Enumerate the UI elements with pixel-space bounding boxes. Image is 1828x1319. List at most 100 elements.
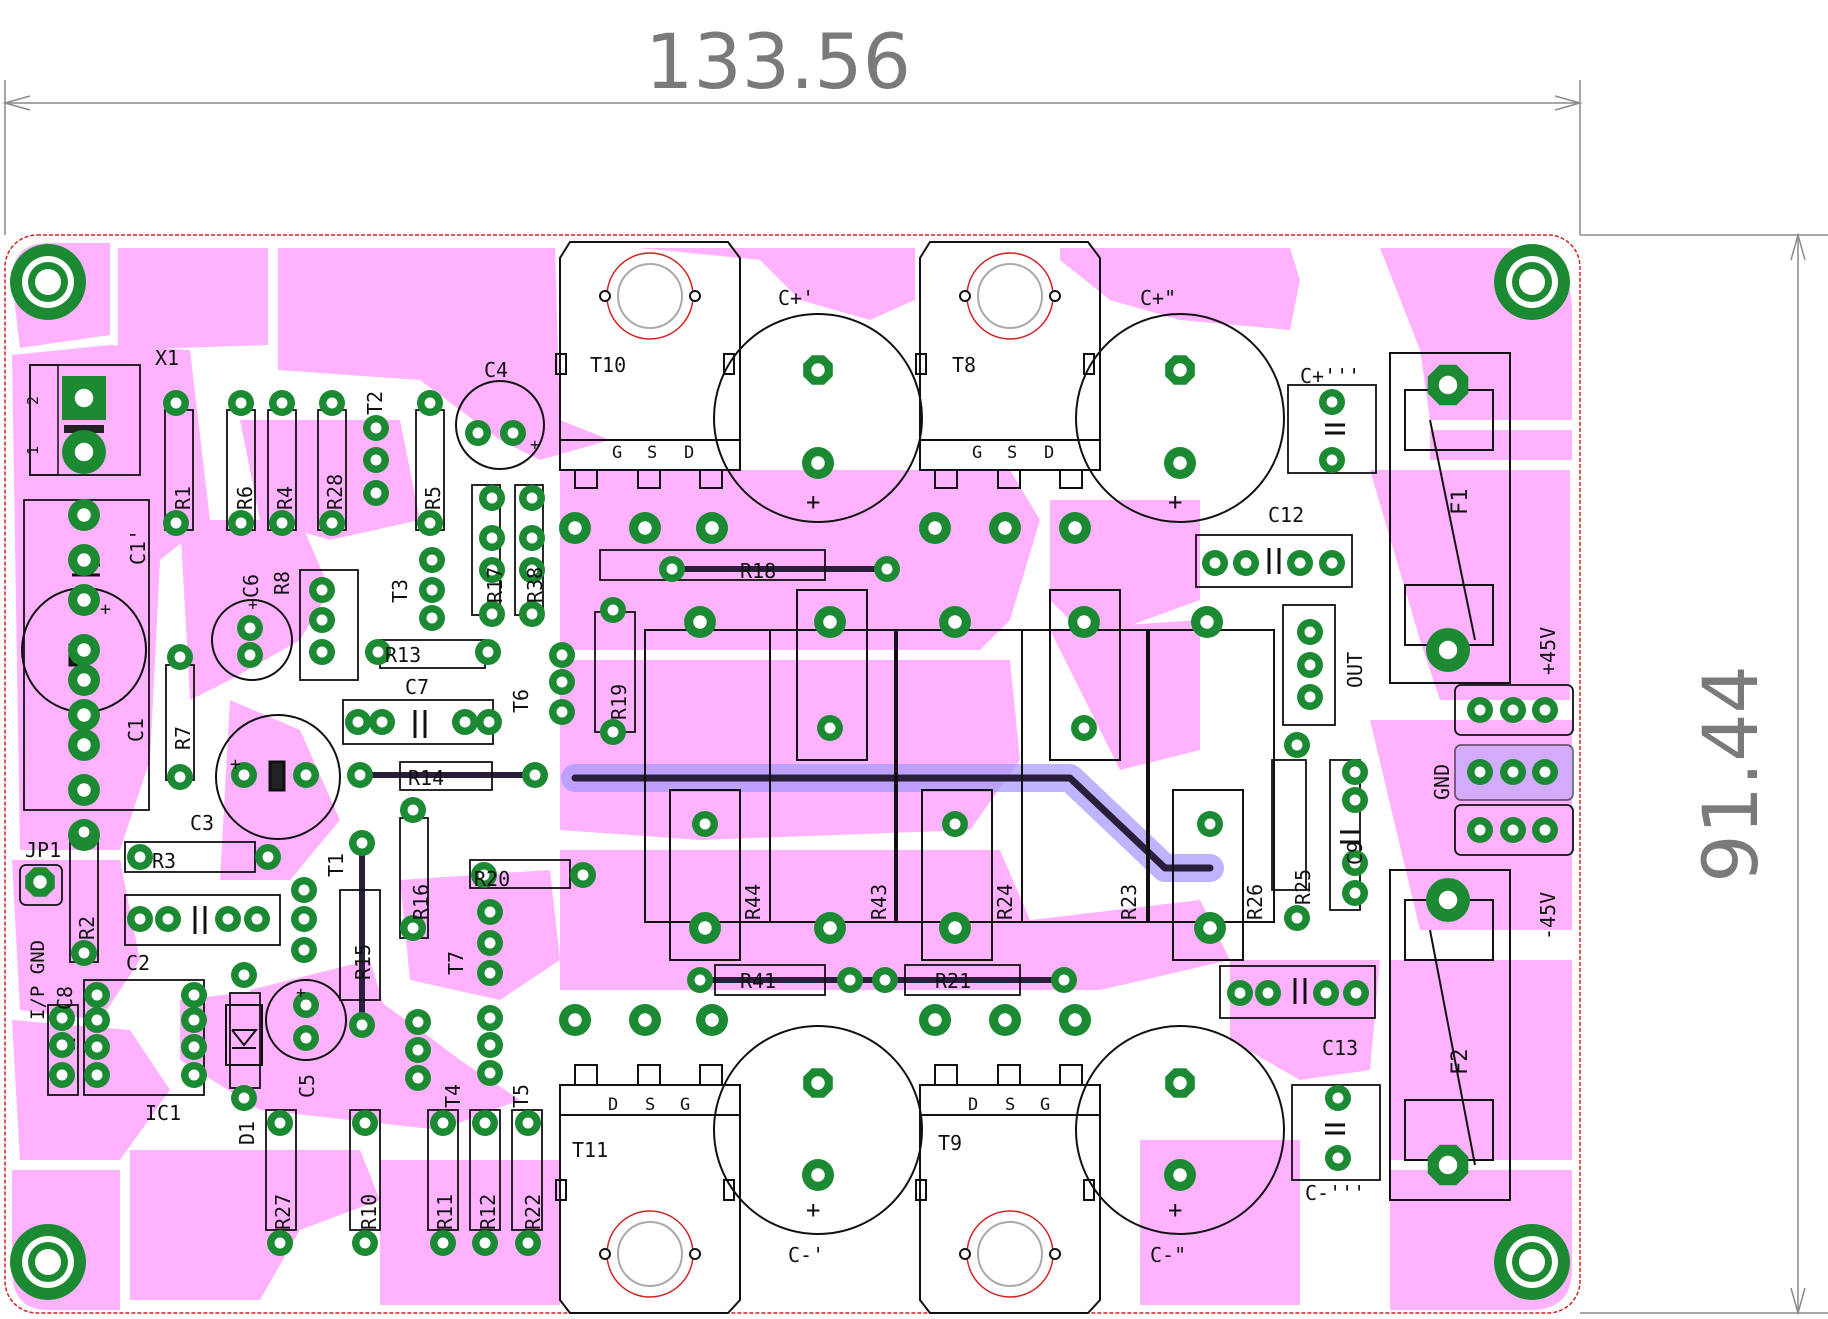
mounting-hole bbox=[1494, 1224, 1570, 1300]
pad bbox=[559, 512, 591, 544]
pad-hole bbox=[1173, 456, 1187, 470]
pad-hole bbox=[1438, 640, 1458, 660]
pad-hole bbox=[370, 422, 382, 434]
pad bbox=[939, 606, 971, 638]
pad-hole bbox=[91, 1014, 103, 1026]
pad-hole bbox=[74, 388, 94, 408]
pad-hole bbox=[484, 967, 496, 979]
label-c8: C8 bbox=[53, 986, 77, 1010]
pad-hole bbox=[78, 826, 90, 838]
pad bbox=[293, 1025, 319, 1051]
pad-hole bbox=[77, 553, 91, 567]
mosfet-t9 bbox=[915, 1064, 1101, 1314]
label-c2: C2 bbox=[126, 951, 150, 975]
svg-text:+: + bbox=[100, 599, 111, 620]
label-r23: R23 bbox=[1117, 884, 1141, 920]
pad bbox=[215, 906, 241, 932]
pad-hole bbox=[1326, 454, 1338, 466]
label-t5: T5 bbox=[509, 1084, 533, 1108]
pad bbox=[803, 1068, 833, 1098]
pad bbox=[549, 669, 575, 695]
height-dimension-label: 91.44 bbox=[1686, 665, 1775, 883]
pad bbox=[1325, 1145, 1351, 1171]
pad-hole bbox=[1507, 704, 1519, 716]
pad-hole bbox=[483, 716, 495, 728]
pad bbox=[1051, 967, 1077, 993]
pad-hole bbox=[359, 1117, 371, 1129]
pad bbox=[68, 774, 100, 806]
label-r19: R19 bbox=[607, 684, 631, 720]
label-r17: R17 bbox=[483, 567, 507, 603]
pad-hole bbox=[1320, 987, 1332, 999]
pad-hole bbox=[522, 1237, 534, 1249]
label-cplus1: C+' bbox=[778, 286, 814, 310]
label-f2: F2 bbox=[1448, 1049, 1473, 1076]
label-r28: R28 bbox=[323, 474, 347, 510]
pad bbox=[519, 601, 545, 627]
svg-text:+: + bbox=[1168, 1196, 1182, 1224]
pad bbox=[163, 390, 189, 416]
pad-hole bbox=[1291, 912, 1303, 924]
pad-hole bbox=[607, 604, 619, 616]
pad bbox=[465, 420, 491, 446]
pad-hole bbox=[276, 517, 288, 529]
label-r11: R11 bbox=[433, 1194, 457, 1230]
traces bbox=[357, 566, 1224, 1028]
pad bbox=[1194, 912, 1226, 944]
pad-hole bbox=[526, 492, 538, 504]
t11-pin-s: S bbox=[645, 1095, 655, 1115]
pad-hole bbox=[77, 738, 91, 752]
pad bbox=[347, 762, 373, 788]
pad-hole bbox=[352, 716, 364, 728]
label-r5: R5 bbox=[421, 486, 445, 510]
pad-hole bbox=[1332, 1092, 1344, 1104]
pad-hole bbox=[949, 818, 961, 830]
pad bbox=[68, 544, 100, 576]
t10-pin-s: S bbox=[647, 443, 657, 463]
mounting-drill bbox=[35, 269, 61, 295]
pad-hole bbox=[638, 1013, 652, 1027]
pad-hole bbox=[1294, 557, 1306, 569]
pad-hole bbox=[356, 1019, 368, 1031]
pad bbox=[419, 577, 445, 603]
pad bbox=[1297, 684, 1323, 710]
pad bbox=[1319, 550, 1345, 576]
pad bbox=[68, 664, 100, 696]
pad-hole bbox=[928, 1013, 942, 1027]
pad bbox=[1532, 697, 1558, 723]
pad-hole bbox=[556, 676, 568, 688]
pad-hole bbox=[424, 517, 436, 529]
pad bbox=[181, 1034, 207, 1060]
pad bbox=[363, 415, 389, 441]
pad-hole bbox=[78, 947, 90, 959]
pad-hole bbox=[77, 673, 91, 687]
pad-hole bbox=[1234, 987, 1246, 999]
pad bbox=[1202, 550, 1228, 576]
pad bbox=[1342, 850, 1368, 876]
pad bbox=[872, 967, 898, 993]
pad bbox=[127, 844, 153, 870]
pad bbox=[942, 811, 968, 837]
pad bbox=[1165, 355, 1195, 385]
pad bbox=[1227, 980, 1253, 1006]
pad-hole bbox=[238, 1092, 250, 1104]
pad bbox=[405, 1037, 431, 1063]
pad bbox=[228, 510, 254, 536]
label-ic1: IC1 bbox=[145, 1101, 181, 1125]
pad bbox=[269, 390, 295, 416]
label-c7: C7 bbox=[405, 675, 429, 699]
pad-hole bbox=[824, 722, 836, 734]
mounting-hole bbox=[10, 1224, 86, 1300]
pad bbox=[814, 912, 846, 944]
pad bbox=[1319, 447, 1345, 473]
pad bbox=[659, 556, 685, 582]
pad bbox=[629, 512, 661, 544]
pad-hole bbox=[1438, 890, 1458, 910]
label-r18: R18 bbox=[740, 559, 776, 583]
pad bbox=[549, 642, 575, 668]
pad-hole bbox=[879, 974, 891, 986]
label-r14: R14 bbox=[408, 766, 444, 790]
pad-hole bbox=[77, 708, 91, 722]
x1-terminal bbox=[29, 364, 104, 476]
